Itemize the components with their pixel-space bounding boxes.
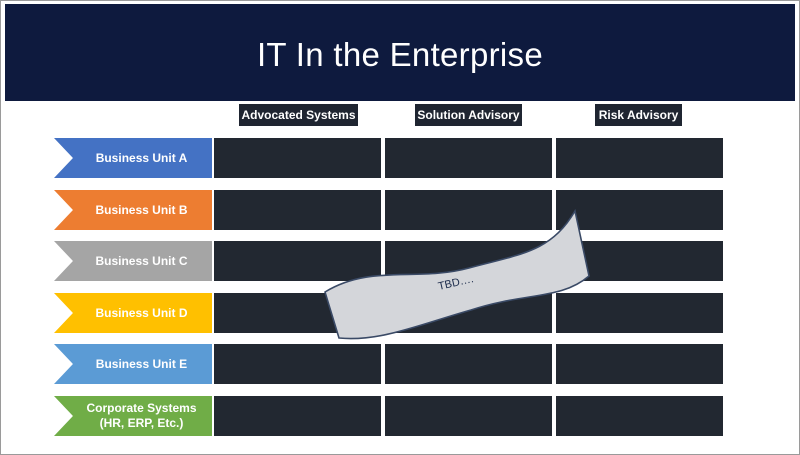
matrix-cell-r1-c3[interactable]	[556, 138, 723, 178]
matrix-cell-r5-c3[interactable]	[556, 344, 723, 384]
row-label: Corporate Systems (HR, ERP, Etc.)	[86, 401, 197, 430]
tbd-banner[interactable]: TBD….	[321, 206, 593, 346]
row-chevron-1[interactable]: Business Unit A	[54, 138, 212, 178]
row-chevron-3[interactable]: Business Unit C	[54, 241, 212, 281]
matrix-cell-r5-c2[interactable]	[385, 344, 552, 384]
matrix-cell-r5-c1[interactable]	[214, 344, 381, 384]
matrix-cell-r6-c3[interactable]	[556, 396, 723, 436]
title-bar: IT In the Enterprise	[5, 4, 795, 101]
column-header-solution-advisory[interactable]: Solution Advisory	[415, 104, 522, 126]
matrix-cell-r1-c1[interactable]	[214, 138, 381, 178]
matrix-cell-r4-c3[interactable]	[556, 293, 723, 333]
row-label: Business Unit B	[95, 202, 188, 217]
row-label: Business Unit C	[95, 253, 188, 268]
column-header-risk-advisory[interactable]: Risk Advisory	[595, 104, 682, 126]
column-header-advocated-systems[interactable]: Advocated Systems	[239, 104, 358, 126]
banner-ribbon-shape	[324, 208, 590, 340]
row-chevron-5[interactable]: Business Unit E	[54, 344, 212, 384]
matrix-cell-r1-c2[interactable]	[385, 138, 552, 178]
matrix-cell-r2-c1[interactable]	[214, 190, 381, 230]
slide-title[interactable]: IT In the Enterprise	[256, 36, 544, 73]
row-chevron-2[interactable]: Business Unit B	[54, 190, 212, 230]
row-label: Business Unit E	[95, 356, 188, 371]
matrix-cell-r3-c1[interactable]	[214, 241, 381, 281]
row-label: Business Unit A	[95, 150, 188, 165]
row-chevron-4[interactable]: Business Unit D	[54, 293, 212, 333]
matrix-cell-r2-c2[interactable]	[385, 190, 552, 230]
row-chevron-6[interactable]: Corporate Systems (HR, ERP, Etc.)	[54, 396, 212, 436]
matrix-cell-r6-c2[interactable]	[385, 396, 552, 436]
matrix-cell-r2-c3[interactable]	[556, 190, 723, 230]
row-label: Business Unit D	[95, 305, 188, 320]
matrix-cell-r6-c1[interactable]	[214, 396, 381, 436]
